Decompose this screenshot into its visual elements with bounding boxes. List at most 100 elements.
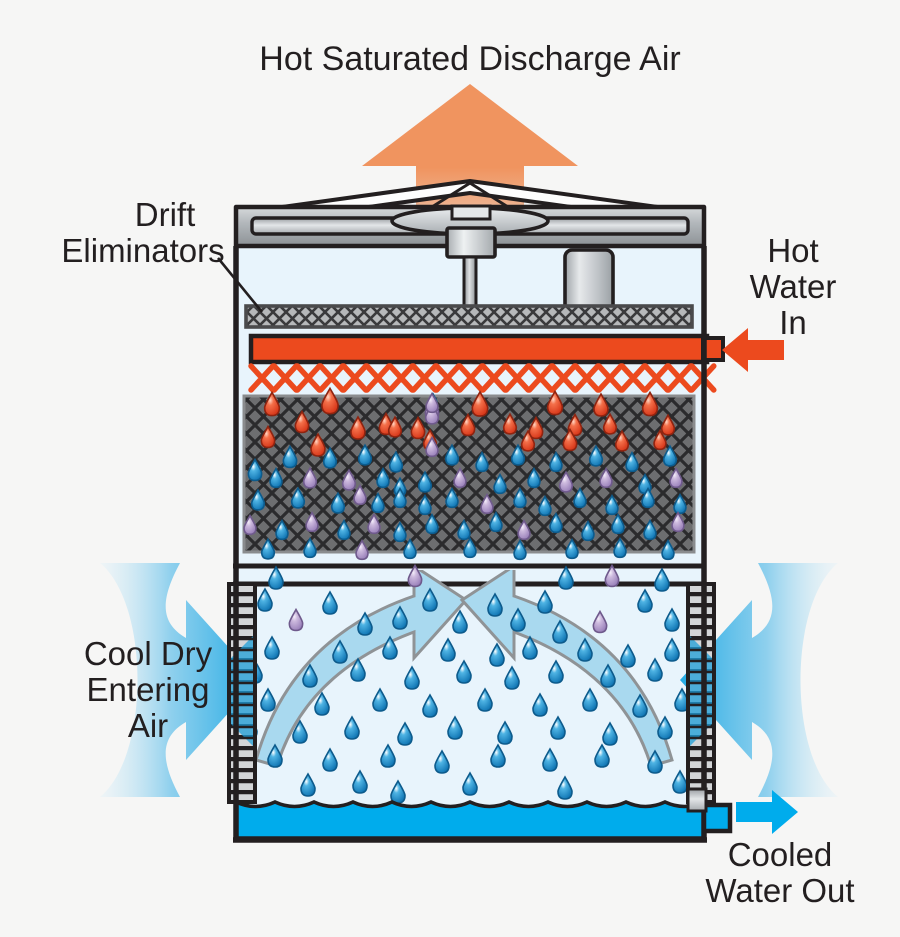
- water-droplet: [657, 715, 673, 740]
- water-droplet: [393, 521, 407, 543]
- water-droplet: [269, 467, 283, 489]
- water-droplet: [489, 642, 505, 667]
- water-droplet: [393, 487, 407, 509]
- hot-water-in-label: Hot Water In: [750, 232, 837, 341]
- water-droplet: [422, 693, 438, 718]
- hot-water-in-line2: Water: [750, 268, 837, 305]
- water-droplet: [260, 537, 276, 560]
- water-droplet: [380, 743, 396, 768]
- water-droplet: [532, 692, 548, 717]
- cooled-water-out-arrow: [736, 790, 798, 834]
- water-droplet: [641, 487, 655, 509]
- water-droplet: [268, 565, 284, 590]
- water-droplet: [664, 637, 680, 662]
- water-droplet: [504, 665, 520, 690]
- cooled-water-out-label: Cooled Water Out: [705, 836, 854, 909]
- water-droplet: [558, 565, 574, 590]
- drift-eliminators-label-line2: Eliminators: [61, 232, 224, 269]
- water-droplet: [620, 643, 636, 668]
- louver-slat-lines: [229, 584, 255, 795]
- water-droplet: [653, 429, 667, 451]
- water-droplet: [557, 775, 573, 800]
- water-droplet: [614, 429, 630, 452]
- water-droplet: [489, 511, 503, 533]
- water-droplet: [593, 392, 609, 417]
- water-droplet: [611, 513, 625, 535]
- water-droplet: [263, 390, 281, 417]
- cooled-water-outlet: [686, 787, 733, 834]
- water-droplet: [397, 721, 413, 746]
- water-droplet: [288, 607, 304, 632]
- outlet-pipe-nub: [701, 802, 733, 834]
- water-droplet: [647, 657, 663, 682]
- water-droplet: [357, 611, 373, 636]
- water-droplet: [522, 635, 538, 660]
- water-droplet: [661, 539, 675, 561]
- water-droplet: [314, 691, 330, 716]
- water-droplet: [599, 467, 613, 489]
- water-droplet: [558, 470, 574, 493]
- water-droplet: [330, 491, 346, 514]
- water-droplet: [463, 537, 477, 559]
- water-droplet: [673, 493, 687, 515]
- water-droplet: [477, 687, 493, 712]
- water-droplet: [388, 450, 404, 473]
- water-droplet: [382, 635, 398, 660]
- water-droplet: [371, 492, 385, 514]
- cool-dry-entering-air-left-arrow: [100, 563, 258, 797]
- water-droplet: [357, 443, 373, 466]
- water-droplet: [376, 467, 390, 489]
- water-droplet: [510, 443, 526, 466]
- water-droplet: [654, 567, 670, 592]
- water-droplet: [305, 511, 319, 533]
- fan-hub: [445, 226, 497, 259]
- water-droplet: [303, 537, 317, 559]
- cool-dry-entering-air-right-arrow: [680, 563, 838, 797]
- water-droplet: [538, 495, 552, 517]
- water-droplet: [337, 519, 351, 541]
- water-droplet: [605, 494, 619, 516]
- water-droplet: [546, 389, 564, 416]
- water-droplet: [549, 451, 563, 473]
- water-droplet: [434, 749, 450, 774]
- water-droplet: [643, 519, 657, 541]
- discharge-air-label: Hot Saturated Discharge Air: [259, 40, 680, 78]
- water-droplet: [425, 392, 439, 414]
- water-droplet: [471, 390, 489, 417]
- water-droplet: [493, 473, 507, 495]
- water-droplet: [410, 415, 426, 440]
- water-droplet: [350, 657, 366, 682]
- water-droplet: [671, 511, 685, 533]
- water-droplet: [664, 607, 680, 632]
- tower-casing-outline: [233, 246, 707, 843]
- entering-air-line3: Air: [128, 707, 168, 744]
- drift-eliminators: [244, 304, 694, 329]
- water-droplet: [510, 607, 526, 632]
- water-droplet: [647, 749, 663, 774]
- water-droplet: [452, 609, 468, 634]
- louver-slat-lines: [688, 584, 714, 795]
- entering-air-line2: Entering: [87, 671, 210, 708]
- water-droplet: [322, 590, 338, 615]
- water-droplet: [247, 457, 263, 482]
- water-droplet: [282, 444, 298, 469]
- fill-droplets: [243, 386, 687, 561]
- water-droplet: [588, 444, 604, 467]
- water-droplet: [322, 747, 338, 772]
- water-droplet: [487, 592, 503, 617]
- water-droplet: [322, 446, 338, 469]
- water-droplet: [243, 514, 257, 536]
- water-droplet: [407, 563, 423, 588]
- air-inlet-louvers: [227, 582, 716, 804]
- water-droplet: [550, 715, 566, 740]
- entering-air-line1: Cool Dry: [84, 635, 213, 672]
- water-droplet: [660, 413, 676, 436]
- cold-water-basin: [234, 799, 706, 840]
- water-droplet: [341, 468, 357, 491]
- water-droplet: [260, 424, 276, 449]
- water-droplet: [552, 619, 568, 644]
- hot-water-in-line1: Hot: [767, 232, 818, 269]
- water-droplet: [457, 519, 471, 541]
